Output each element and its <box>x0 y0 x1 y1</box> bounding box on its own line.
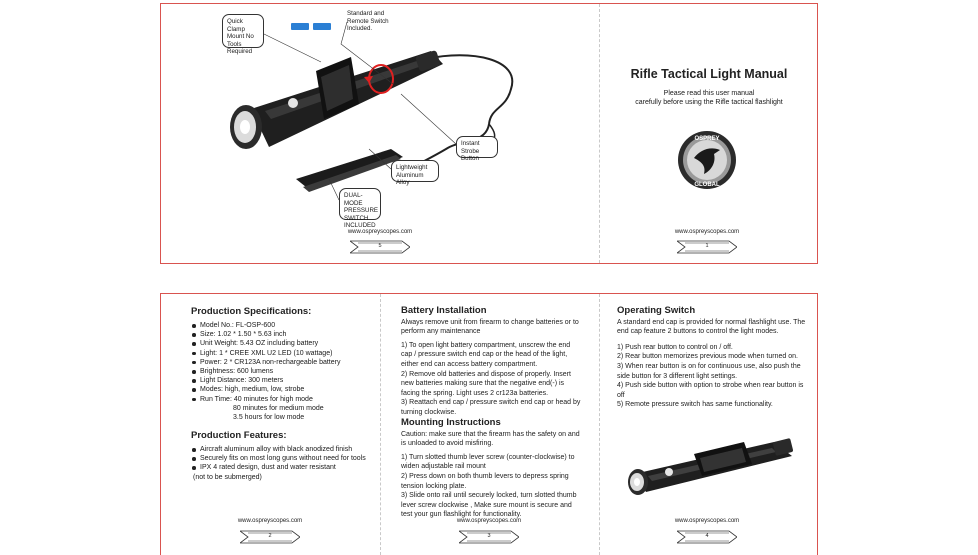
manual-subtitle-line-1: Please read this user manual <box>663 90 755 97</box>
mounting-step: 2) Press down on both thumb levers to de… <box>401 472 569 490</box>
operating-step: 3) When rear button is on for continuous… <box>617 362 801 380</box>
specifications-title: Production Specifications: <box>191 306 312 317</box>
spec-item: Run Time: 40 minutes for high mode <box>191 395 376 404</box>
page-number-ribbon: 5 <box>350 240 410 254</box>
osprey-global-logo: OSPREY GLOBAL <box>678 131 736 189</box>
website-url: www.ospreyscopes.com <box>456 518 522 524</box>
feature-item: Aircraft aluminum alloy with black anodi… <box>191 445 376 454</box>
website-url: www.ospreyscopes.com <box>674 518 740 524</box>
spec-item: Light: 1 * CREE XML U2 LED (10 wattage) <box>191 349 376 358</box>
spec-item: Size: 1.02 * 1.50 * 5.63 inch <box>191 330 376 339</box>
callout-leader-lines <box>263 21 457 201</box>
callout-lightweight: Lightweight Aluminum Alloy <box>391 160 439 186</box>
page-number: 3 <box>487 533 491 539</box>
mounting-section: Mounting Instructions Caution: make sure… <box>401 418 581 520</box>
mounting-step: 3) Slide onto rail until securely locked… <box>401 492 577 519</box>
website-url: www.ospreyscopes.com <box>347 229 413 235</box>
logo-text-bottom: GLOBAL <box>694 182 720 188</box>
spec-item: Unit Weight: 5.43 OZ including battery <box>191 339 376 348</box>
page-number-ribbon: 2 <box>240 530 300 544</box>
mounting-title: Mounting Instructions <box>401 417 501 428</box>
feature-item: (not to be submerged) <box>193 473 262 481</box>
battery-section: Battery Installation Always remove unit … <box>401 306 581 418</box>
callout-quick-clamp: Quick Clamp Mount No Tools Required <box>222 14 264 55</box>
callout-dual-mode: DUAL-MODE PRESSURE SWITCH INCLUDED <box>339 188 381 229</box>
callout-standard-remote: Standard and Remote Switch Included. <box>347 10 389 32</box>
operating-step: 1) Push rear button to control on / off. <box>617 343 733 351</box>
battery-image <box>291 23 309 30</box>
fold-line <box>599 294 600 555</box>
spec-item: 80 minutes for medium mode <box>233 404 324 412</box>
mounting-step: 1) Turn slotted thumb lever screw (count… <box>401 453 575 471</box>
operating-intro: A standard end cap is provided for norma… <box>617 318 806 336</box>
page-number: 1 <box>705 243 709 249</box>
features-section: Production Features: Aircraft aluminum a… <box>191 430 376 482</box>
flashlight-mounted-image <box>628 438 794 495</box>
spec-item: Model No.: FL-OSP-600 <box>191 321 376 330</box>
page-number-ribbon: 1 <box>677 240 737 254</box>
feature-item: IPX 4 rated design, dust and water resis… <box>191 463 376 472</box>
battery-title: Battery Installation <box>401 305 487 316</box>
page-number-ribbon: 3 <box>459 530 519 544</box>
page-number-ribbon: 4 <box>677 530 737 544</box>
manual-cover-sheet: Quick Clamp Mount No Tools Required Stan… <box>160 3 818 264</box>
specifications-section: Production Specifications: Model No.: FL… <box>191 306 376 422</box>
website-url: www.ospreyscopes.com <box>237 518 303 524</box>
page-number: 5 <box>378 243 382 249</box>
features-title: Production Features: <box>191 430 287 441</box>
spec-item: Power: 2 * CR123A non-rechargeable batte… <box>191 358 376 367</box>
battery-intro: Always remove unit from firearm to chang… <box>401 318 579 336</box>
fold-line <box>599 4 600 263</box>
fold-line <box>380 294 381 555</box>
logo-text-top: OSPREY <box>694 136 719 142</box>
page-number: 4 <box>705 533 709 539</box>
mounting-caution: Caution: make sure that the firearm has … <box>401 430 580 448</box>
battery-image <box>313 23 331 30</box>
website-url: www.ospreyscopes.com <box>674 229 740 235</box>
operating-step: 5) Remote pressure switch has same funct… <box>617 401 773 409</box>
manual-subtitle-line-2: carefully before using the Rifle tactica… <box>635 99 783 106</box>
page-number: 2 <box>268 533 272 539</box>
feature-item: Securely fits on most long guns without … <box>191 454 376 463</box>
flashlight-product-image <box>230 50 514 192</box>
operating-title: Operating Switch <box>617 305 696 316</box>
spec-item: Brightness: 600 lumens <box>191 367 376 376</box>
operating-section: Operating Switch A standard end cap is p… <box>617 306 807 410</box>
battery-step: 2) Remove old batteries and dispose of p… <box>401 370 571 397</box>
callout-instant-strobe: Instant Strobe Button <box>456 136 498 162</box>
spec-item: Modes: high, medium, low, strobe <box>191 385 376 394</box>
spec-item: 3.5 hours for low mode <box>233 414 305 422</box>
battery-step: 3) Reattach end cap / pressure switch en… <box>401 399 581 416</box>
manual-inner-sheet: Production Specifications: Model No.: FL… <box>160 293 818 555</box>
spec-item: Light Distance: 300 meters <box>191 376 376 385</box>
operating-step: 4) Push side button with option to strob… <box>617 382 804 399</box>
manual-title: Rifle Tactical Light Manual <box>630 67 788 81</box>
operating-step: 2) Rear button memorizes previous mode w… <box>617 353 798 361</box>
battery-step: 1) To open light battery compartment, un… <box>401 341 571 368</box>
